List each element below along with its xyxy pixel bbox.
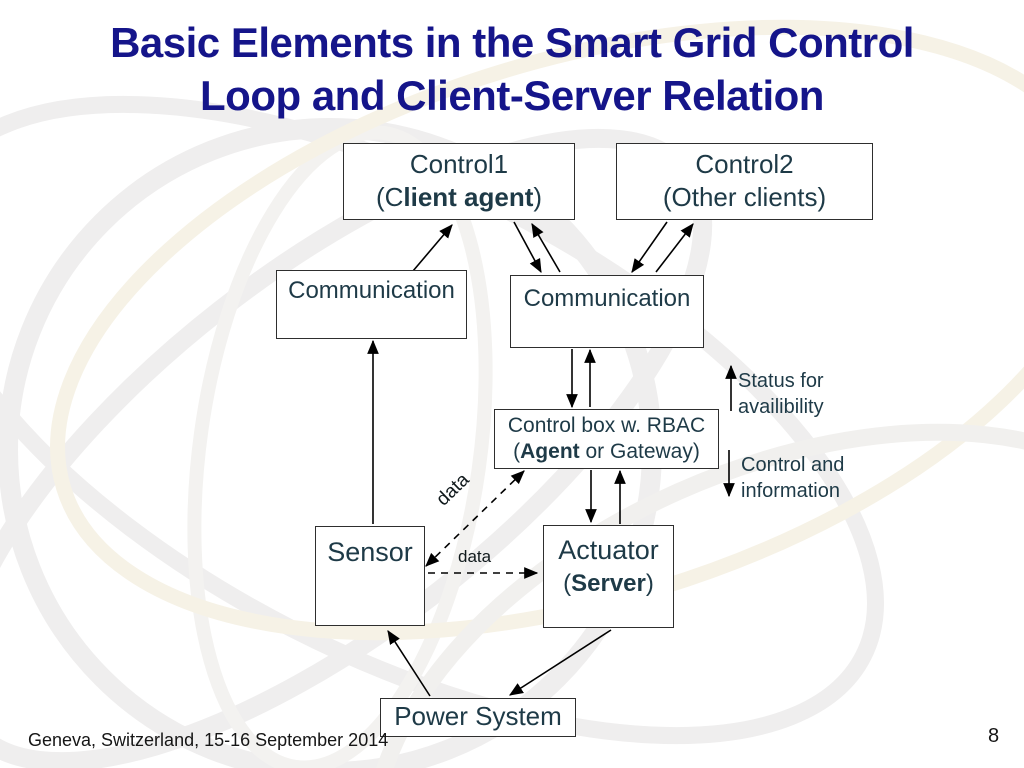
slide-title: Basic Elements in the Smart Grid Control…: [0, 16, 1024, 122]
communication-left-box: Communication: [276, 270, 467, 339]
control2-label: Control2: [695, 149, 794, 179]
power-system-box: Power System: [380, 698, 576, 737]
slide-title-line1: Basic Elements in the Smart Grid Control: [110, 19, 914, 66]
actuator-label: Actuator: [558, 535, 659, 565]
footer-venue-date: Geneva, Switzerland, 15-16 September 201…: [28, 730, 389, 750]
control2-box: Control2 (Other clients): [616, 143, 873, 220]
communication-left-label: Communication: [288, 277, 455, 304]
communication-right-label: Communication: [523, 285, 691, 312]
status-for-availability-label: Status for availibility: [738, 370, 824, 418]
arrow-control2-to-commright: [631, 221, 668, 273]
control1-box: Control1 (Client agent): [343, 143, 575, 220]
rbac-sublabel: (Agent or Gateway): [513, 440, 700, 463]
arrow-actuator-to-power: [509, 629, 612, 696]
arrow-commright-to-control2: [655, 223, 694, 273]
rbac-label: Control box w. RBAC: [507, 414, 706, 437]
control-box-rbac: Control box w. RBAC (Agent or Gateway): [494, 409, 719, 469]
arrow-commright-to-control1: [531, 222, 561, 273]
control1-label: Control1: [409, 149, 509, 179]
dashed-arrow-sensor-rbac: [425, 470, 525, 567]
arrow-power-to-sensor: [387, 630, 431, 697]
slide-title-line2: Loop and Client-Server Relation: [200, 72, 824, 119]
sensor-box: Sensor: [315, 526, 425, 626]
arrow-control1-to-commright: [513, 221, 542, 274]
data-label-horizontal: data: [458, 547, 492, 566]
control2-sublabel: (Other clients): [662, 182, 827, 212]
sensor-label: Sensor: [327, 537, 413, 567]
communication-right-box: Communication: [510, 275, 704, 348]
actuator-sublabel: (Server): [563, 570, 654, 597]
control-and-information-label: Control and information: [741, 454, 845, 502]
power-system-label: Power System: [394, 701, 562, 731]
arrow-commleft-to-control1: [412, 224, 453, 272]
control1-sublabel: (Client agent): [375, 182, 543, 212]
actuator-box: Actuator (Server): [543, 525, 674, 628]
page-number: 8: [988, 725, 1000, 747]
